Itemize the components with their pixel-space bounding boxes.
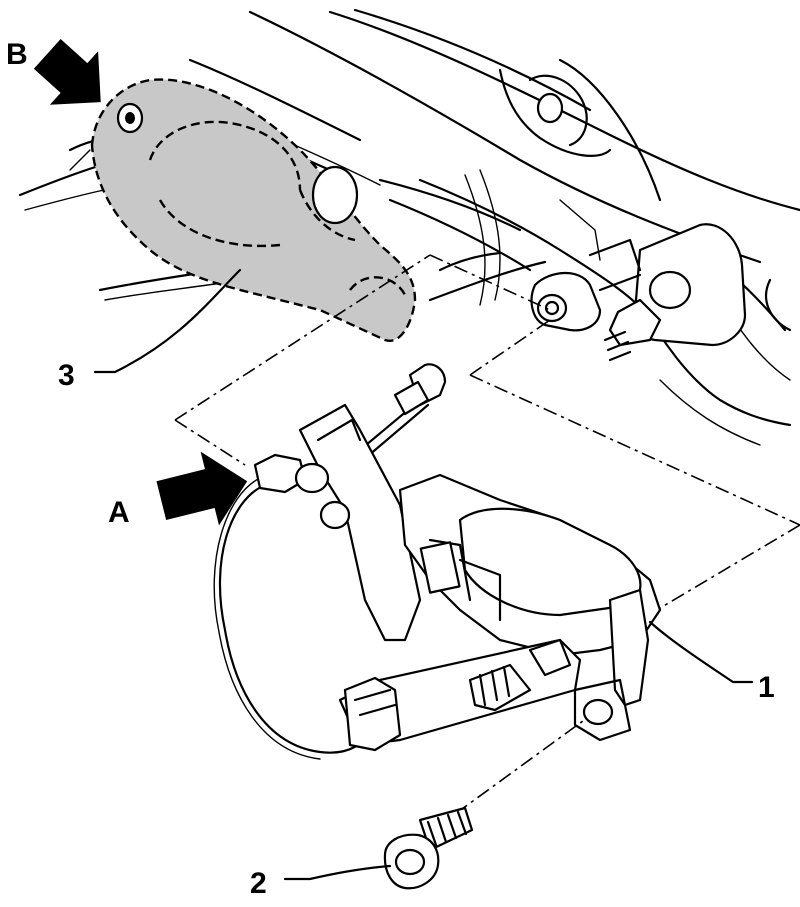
callout-leaders xyxy=(93,268,754,881)
part-3-label: 3 xyxy=(58,359,75,392)
bracket-part-3 xyxy=(69,78,417,342)
arrow-a xyxy=(156,451,248,526)
arrow-b-label: B xyxy=(6,38,28,71)
part-2-label: 2 xyxy=(250,867,267,900)
mechanism-part-1 xyxy=(213,363,662,760)
arrow-b xyxy=(33,39,101,105)
arrow-a-label: A xyxy=(108,496,130,529)
body-mounting-studs xyxy=(530,223,747,362)
part-1-label: 1 xyxy=(758,671,775,704)
bolt-part-2 xyxy=(383,806,474,890)
assembly-guide-lines xyxy=(174,254,800,826)
